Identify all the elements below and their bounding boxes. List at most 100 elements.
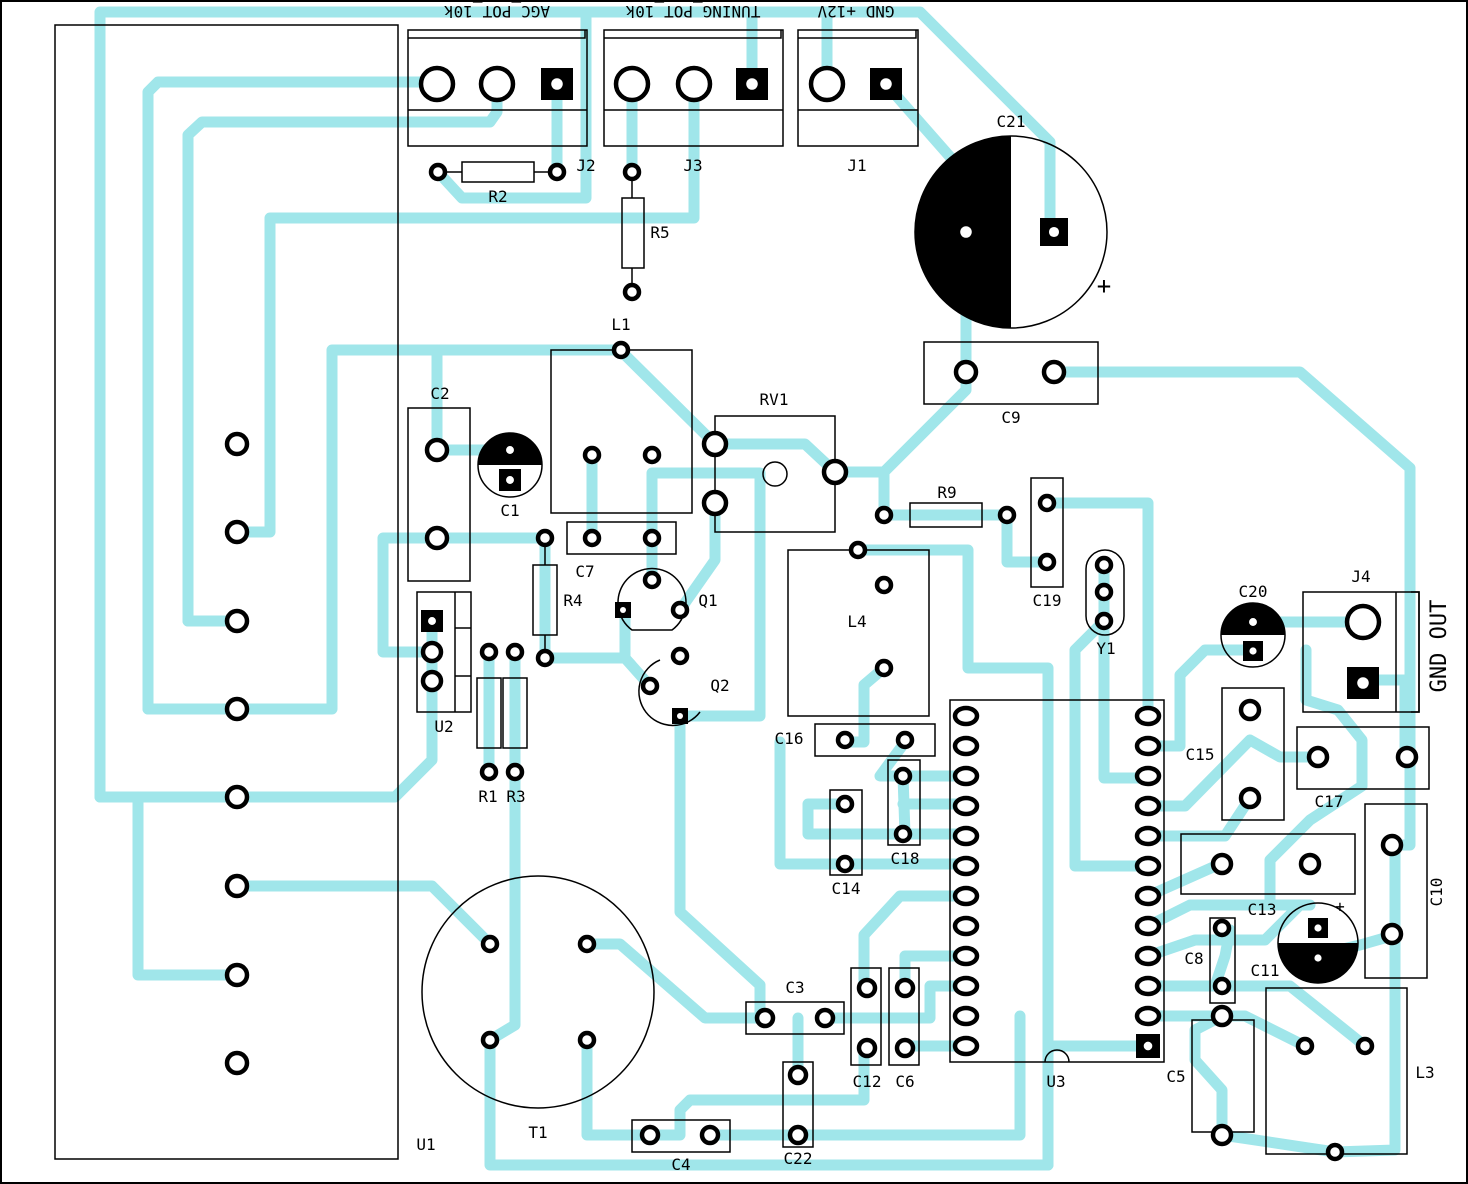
solder-pad: [821, 458, 849, 486]
solder-pad: [639, 1124, 661, 1146]
solder-pad: [420, 669, 444, 693]
square-pad-hole: [620, 607, 626, 613]
c1-label: C1: [500, 501, 519, 520]
solder-pad: [675, 65, 713, 103]
solder-pad: [577, 1030, 597, 1050]
j2-outline: [407, 29, 588, 147]
solder-pad: [224, 873, 250, 899]
c19-label: C19: [1033, 591, 1062, 610]
square-pad-hole: [506, 476, 514, 484]
solder-pad: [1380, 833, 1404, 857]
labels: AGC_POT_10k TUNING_POT_10k GND +12V J2 J…: [416, 2, 1452, 1174]
u3-pin-pad: [1134, 885, 1162, 907]
u3-label: U3: [1046, 1072, 1065, 1091]
square-pad-hole: [1357, 677, 1369, 689]
solder-pad: [613, 65, 651, 103]
solder-pad: [478, 65, 516, 103]
j1-silk-label: GND +12V: [817, 2, 894, 21]
u3-pin-pad: [952, 735, 980, 757]
u1-label: U1: [416, 1135, 435, 1154]
solder-pad: [874, 505, 894, 525]
u1-outline: [54, 24, 399, 1160]
solder-pad: [1210, 852, 1234, 876]
u2-label: U2: [434, 717, 453, 736]
j1-outline: [797, 29, 919, 147]
solder-pad: [547, 162, 567, 182]
solder-pad: [1344, 603, 1382, 641]
c9-outline: [923, 341, 1099, 405]
solder-pad: [428, 162, 448, 182]
c18-outline: [887, 759, 921, 846]
solder-pad: [224, 1050, 250, 1076]
r9-label: R9: [937, 483, 956, 502]
c15-outline: [1221, 687, 1285, 821]
solder-pad: [856, 1037, 878, 1059]
u3-pin-pad: [952, 915, 980, 937]
solder-pad: [787, 1064, 809, 1086]
c3-outline: [745, 1001, 845, 1035]
solder-pad: [1210, 1123, 1234, 1147]
solder-pad: [1094, 582, 1114, 602]
c10-label: C10: [1427, 878, 1446, 907]
r5-outline: [621, 197, 645, 269]
solder-pad: [582, 445, 602, 465]
solder-pad: [856, 977, 878, 999]
solder-pad: [699, 1124, 721, 1146]
solder-pad: [1210, 1004, 1234, 1028]
c20-label: C20: [1239, 582, 1268, 601]
solder-pad: [1094, 611, 1114, 631]
r2-outline: [461, 161, 535, 183]
pads: [224, 65, 1419, 1162]
solder-pad: [622, 282, 642, 302]
q1-label: Q1: [698, 591, 717, 610]
j4-label: J4: [1351, 567, 1370, 586]
solder-pad: [224, 696, 250, 722]
c8-label: C8: [1184, 949, 1203, 968]
u3-pin-pad: [952, 825, 980, 847]
j2-silk-label: AGC_POT_10k: [444, 2, 550, 21]
solder-pad: [535, 528, 555, 548]
r9-outline: [909, 502, 983, 528]
solder-pad: [670, 600, 690, 620]
square-pad-hole: [1249, 618, 1257, 626]
u3-pin-pad: [1134, 975, 1162, 997]
c21-label: C21: [997, 112, 1026, 131]
solder-pad: [953, 359, 979, 385]
u3-pin-pad: [952, 1005, 980, 1027]
c7-outline: [566, 521, 677, 555]
u3-pin-pad: [952, 1035, 980, 1057]
solder-pad: [754, 1007, 776, 1029]
c6-outline: [888, 967, 920, 1066]
solder-pad: [894, 1037, 916, 1059]
u3-pin-pad: [1134, 795, 1162, 817]
solder-pad: [582, 528, 602, 548]
c8-outline: [1209, 917, 1236, 1004]
solder-pad: [224, 519, 250, 545]
c17-outline: [1296, 726, 1430, 790]
c10-outline: [1364, 803, 1428, 979]
solder-pad: [1380, 922, 1404, 946]
solder-pad: [1298, 852, 1322, 876]
c18-label: C18: [891, 849, 920, 868]
r3-outline: [502, 677, 528, 749]
r5-label: R5: [650, 223, 669, 242]
c5-label: C5: [1166, 1067, 1185, 1086]
square-pad-hole: [960, 226, 972, 238]
j2-label: J2: [576, 156, 595, 175]
solder-pad: [224, 962, 250, 988]
q2-label: Q2: [710, 676, 729, 695]
solder-pad: [480, 1030, 500, 1050]
l3-label: L3: [1415, 1063, 1434, 1082]
u2-outline: [416, 591, 472, 713]
j3-silk-label: TUNING_POT_10k: [625, 2, 760, 21]
solder-pad: [1395, 745, 1419, 769]
solder-pad: [535, 648, 555, 668]
solder-pad: [1037, 493, 1057, 513]
solder-pad: [835, 794, 855, 814]
solder-pad: [701, 430, 729, 458]
u3-pin-pad: [952, 855, 980, 877]
u3-pin-pad: [1134, 945, 1162, 967]
square-pad-hole: [746, 78, 758, 90]
l4-label: L4: [847, 612, 866, 631]
c9-label: C9: [1001, 408, 1020, 427]
